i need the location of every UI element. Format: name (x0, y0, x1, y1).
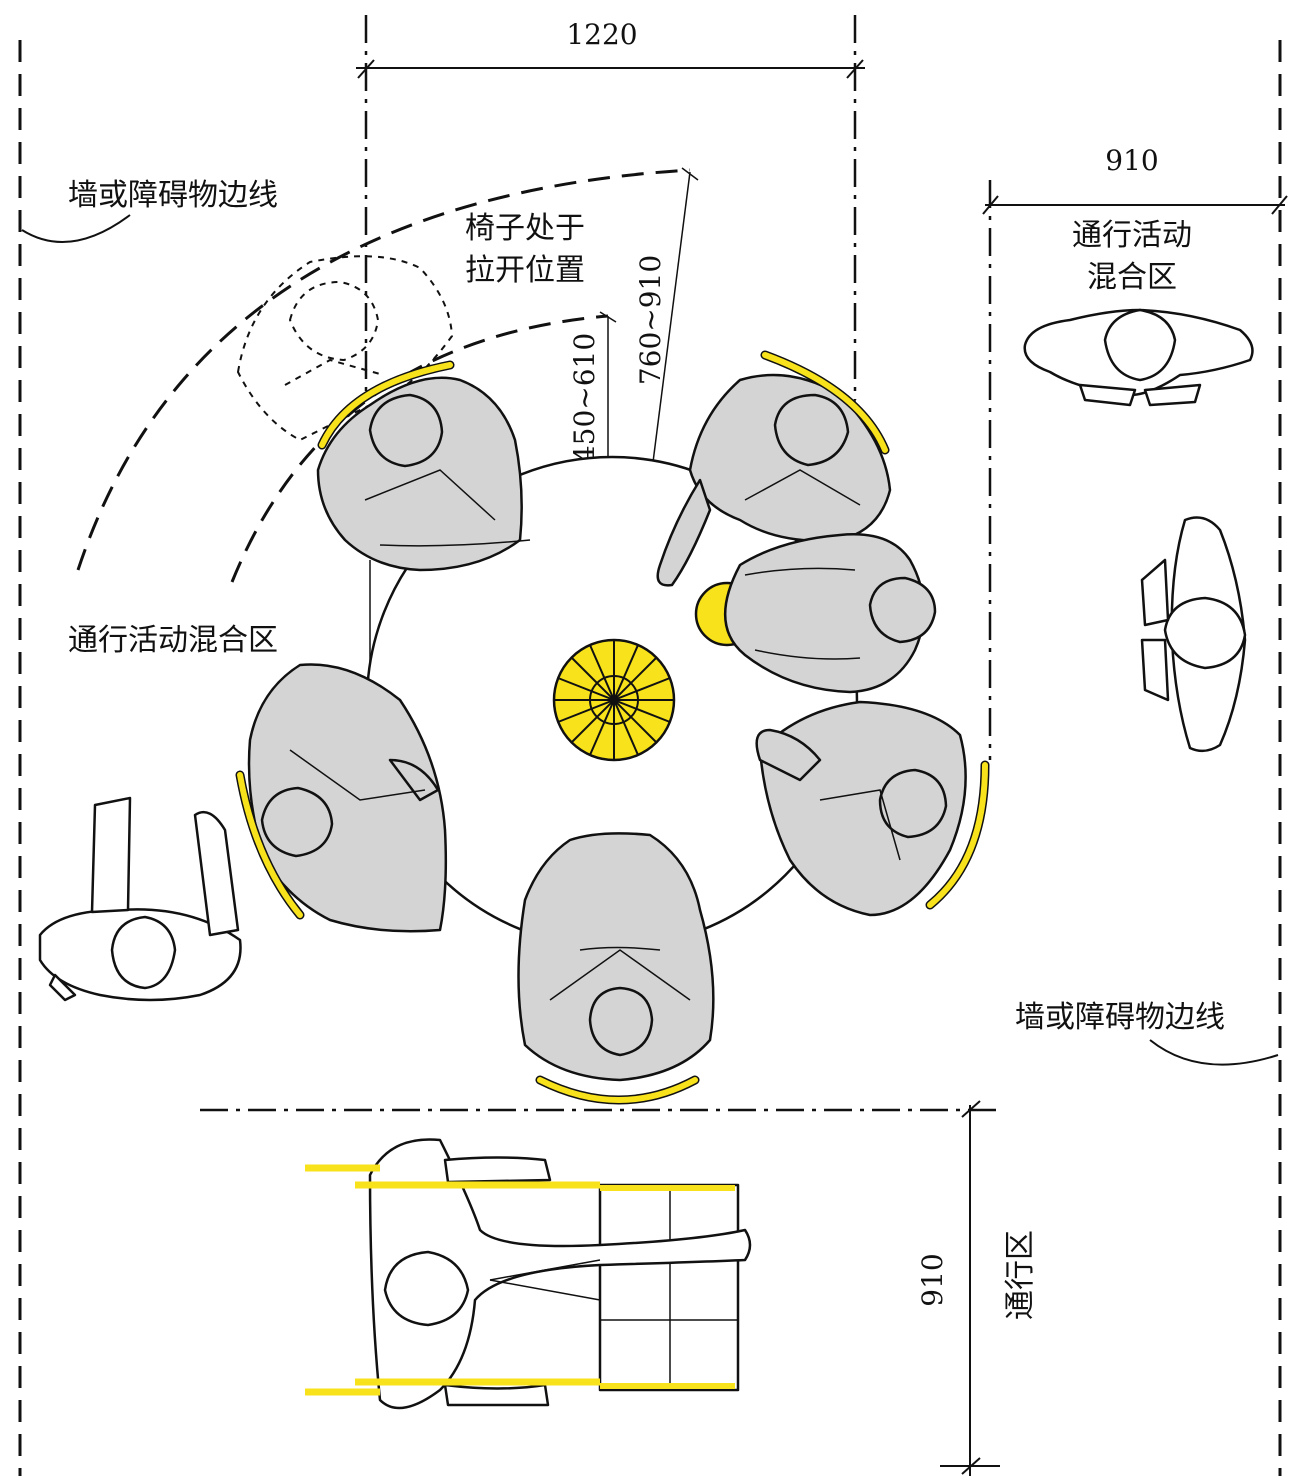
pulled-out-chair-ghost (236, 255, 454, 442)
wall-edge-label-top: 墙或障碍物边线 (68, 178, 278, 213)
dim-910-right-text: 910 (1105, 144, 1158, 177)
walking-person-right-top (1023, 308, 1254, 407)
centerpiece (552, 638, 676, 762)
dim-760-tick-top (681, 167, 699, 181)
diner-top-left (316, 360, 531, 572)
dim-1220-tick-left (357, 59, 375, 79)
walking-person-right-mid (1140, 516, 1247, 753)
dim-450-610-text: 450~610 (568, 333, 601, 463)
dim-1220-text: 1220 (566, 18, 637, 51)
dim-910-bottom-tick-bot (961, 1457, 981, 1475)
dim-910-bottom-text: 910 (916, 1253, 949, 1306)
chair-pulled-label-2: 拉开位置 (465, 253, 585, 288)
mixed-zone-right-label-1: 通行活动 (1072, 218, 1192, 253)
dim-910-bottom-tick-top (961, 1100, 981, 1118)
diner-top-right (656, 350, 892, 587)
wheelchair-user (305, 1138, 752, 1410)
dim-910-right-tick-l (982, 195, 999, 215)
dim-760-910-text: 760~910 (634, 255, 667, 385)
wall-edge-pointer-top (21, 214, 131, 243)
dim-1220-tick-right (846, 59, 864, 79)
dim-760-910-line (651, 171, 691, 471)
wall-edge-pointer-bottom (1149, 1039, 1279, 1066)
mixed-zone-left-label: 通行活动混合区 (68, 623, 278, 658)
diner-left (235, 663, 448, 933)
diner-right-lower (755, 700, 990, 917)
mixed-zone-right-label-2: 混合区 (1087, 260, 1177, 295)
chair-clearance-arc-outer (76, 168, 691, 571)
circulation-zone-label: 通行区 (1003, 1230, 1038, 1320)
dim-450-tick-top (599, 311, 617, 323)
dim-910-right-tick-r (1271, 195, 1288, 215)
wall-edge-label-bottom: 墙或障碍物边线 (1015, 1000, 1225, 1035)
walking-person-left (38, 796, 242, 1002)
diner-bottom (517, 832, 715, 1105)
diner-right-upper (723, 533, 937, 694)
chair-pulled-label-1: 椅子处于 (465, 211, 585, 246)
